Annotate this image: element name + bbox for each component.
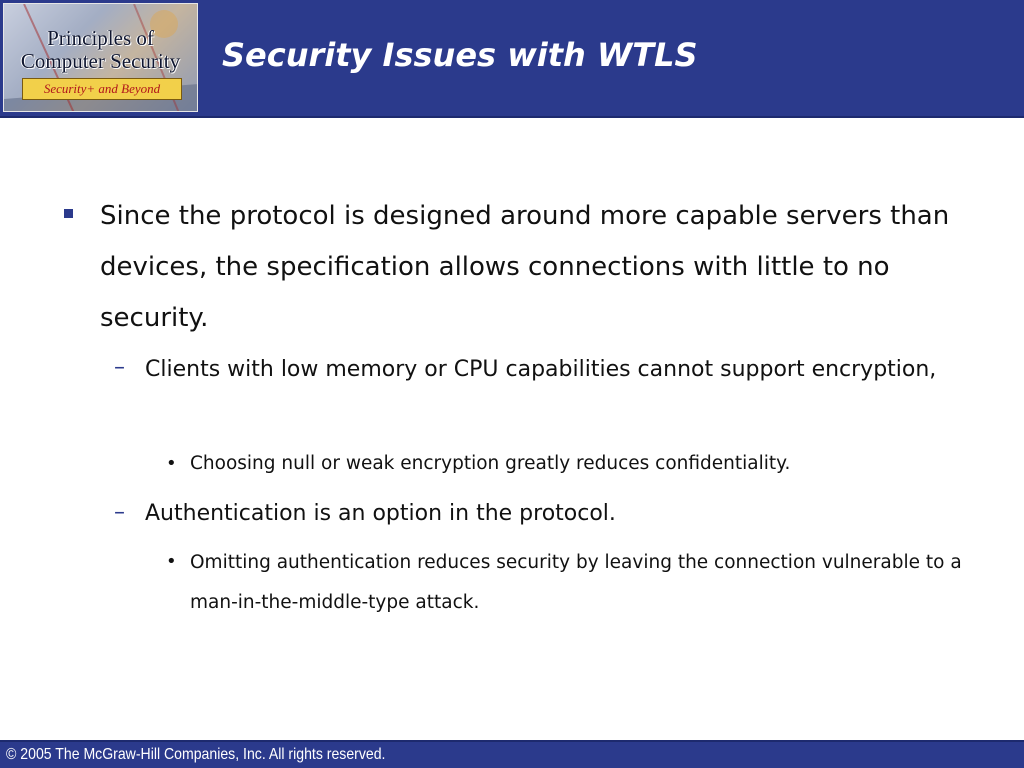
bullet-level-1: Since the protocol is designed around mo…	[100, 201, 950, 333]
dot-bullet-icon: •	[166, 551, 177, 572]
logo-title-line-2: Computer Security	[20, 49, 181, 73]
bullet-level-3: Choosing null or weak encryption greatly…	[190, 453, 791, 474]
logo-title-line-1: Principles of	[47, 26, 154, 50]
slide-footer: © 2005 The McGraw-Hill Companies, Inc. A…	[0, 740, 1024, 768]
dot-bullet-icon: •	[166, 453, 177, 474]
bullet-level-2: Authentication is an option in the proto…	[145, 501, 616, 526]
copyright-notice: © 2005 The McGraw-Hill Companies, Inc. A…	[6, 746, 386, 763]
dash-bullet-icon: –	[114, 355, 125, 380]
dash-bullet-icon: –	[114, 500, 125, 525]
logo-subtitle: Security+ and Beyond	[22, 78, 182, 100]
slide-header: Principles of Computer Security Security…	[0, 0, 1024, 116]
header-divider	[0, 116, 1024, 118]
slide-title: Security Issues with WTLS	[222, 36, 698, 74]
square-bullet-icon	[64, 209, 73, 218]
bullet-level-2: Clients with low memory or CPU capabilit…	[145, 357, 937, 382]
book-logo: Principles of Computer Security Security…	[3, 3, 198, 112]
bullet-level-3: Omitting authentication reduces security…	[190, 552, 962, 613]
